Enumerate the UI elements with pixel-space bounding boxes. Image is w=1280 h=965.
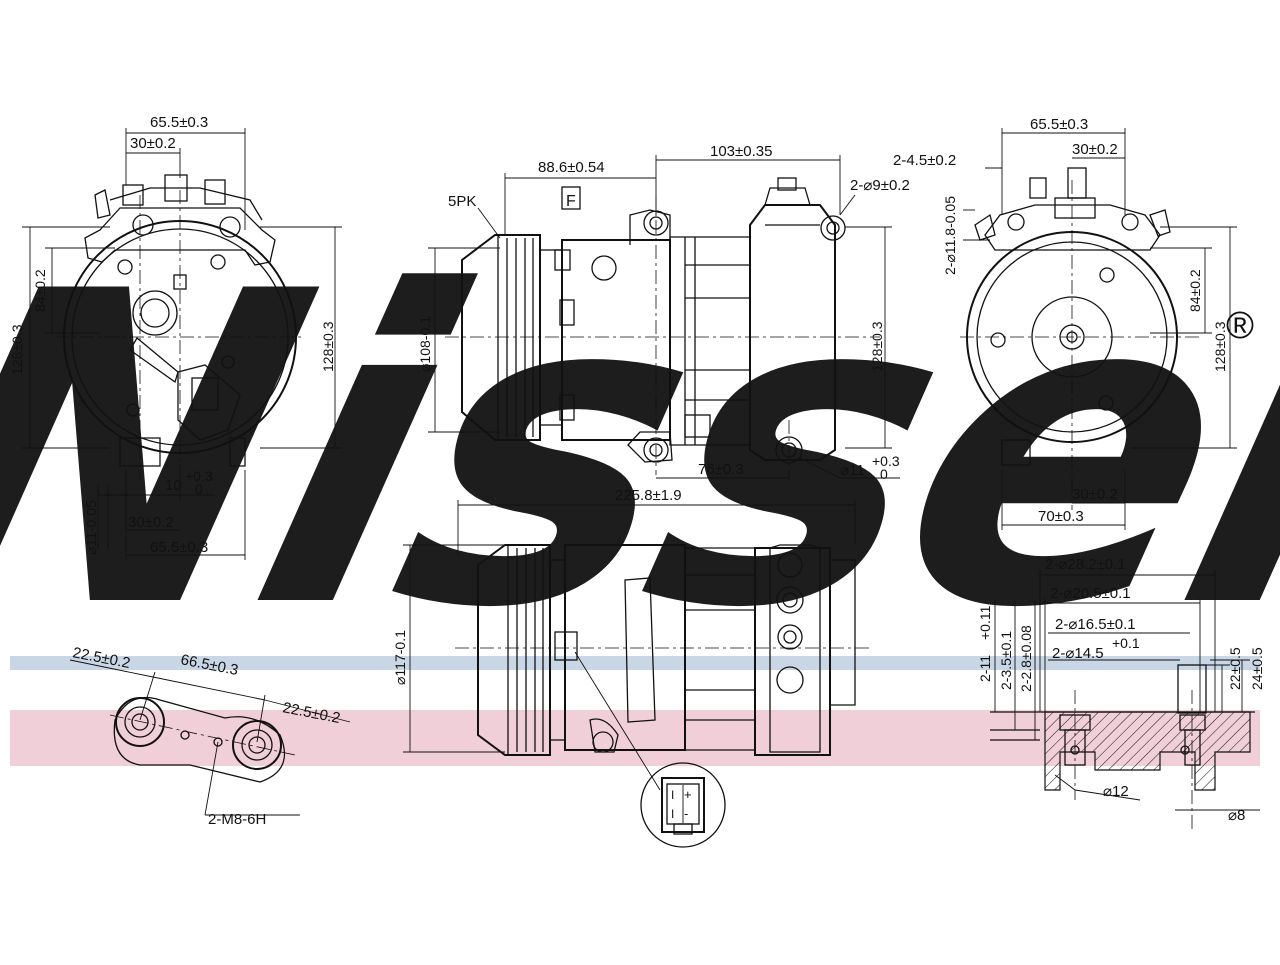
registered-mark: ®	[1226, 305, 1254, 347]
connector-detail: + - I I	[640, 762, 726, 848]
dim-front-hole-offset-tol-low: 0	[195, 481, 203, 497]
dim-overall-length: 225.8±1.9	[615, 487, 682, 504]
thread-label: 2-M8-6H	[208, 811, 266, 828]
dim-side-hole-bottom-tol-up: +0.3	[872, 453, 900, 469]
dim-front-height-right: 128±0.3	[320, 321, 336, 372]
dim-port-v2: 2-3.5±0.1	[998, 631, 1014, 690]
dim-side-hole-bottom: ⌀11	[840, 462, 865, 479]
connector-detail-circle	[640, 762, 726, 848]
dim-port-14: 2-⌀14.5	[1052, 645, 1104, 662]
dim-bottom-pulley-dia: ⌀117-0.1	[392, 630, 408, 685]
watermark-stripe-blue	[10, 656, 1260, 670]
dim-side-pulley-dia: ⌀108-0.1	[417, 316, 433, 372]
dim-side-holes-9: 2-⌀9±0.2	[850, 177, 910, 194]
dim-rear-holes-11: 2-⌀11.8-0.05	[942, 196, 958, 275]
dim-port-28: 2-⌀28.2±0.1	[1045, 556, 1126, 573]
dim-port-v3: 2-2.8±0.08	[1018, 625, 1034, 692]
dim-front-hole-offset: 10	[165, 477, 182, 494]
dim-port-14-tol: +0.1	[1112, 635, 1140, 651]
connector-pin-plus: +	[684, 787, 692, 802]
dim-front-height-outer: 128±0.3	[9, 324, 25, 375]
watermark-logo-text: Nissens	[0, 201, 1280, 701]
dim-front-bottom-outer: 65.5±0.3	[150, 539, 208, 556]
dim-rear-height-outer: 128±0.3	[1212, 321, 1228, 372]
dim-front-top-inner: 30±0.2	[130, 135, 176, 152]
dim-front-height-inner: 84±0.2	[32, 269, 48, 312]
svg-text:I: I	[671, 788, 674, 802]
dim-port-16: 2-⌀16.5±0.1	[1055, 616, 1136, 633]
dim-rear-bottom-inner: 30±0.2	[1072, 486, 1118, 503]
dim-side-hole-bottom-tol-low: 0	[880, 466, 888, 482]
side-view-bottom: ⌀117-0.1	[392, 544, 870, 791]
dim-port-24: 24±0.5	[1249, 647, 1265, 690]
front-view-left: 65.5±0.3 30±0.2 128±0.3 84±0.2 128±0.3 1…	[9, 114, 342, 560]
dim-rear-height-inner: 84±0.2	[1187, 269, 1203, 312]
dim-front-hole-offset-tol-up: +0.3	[185, 468, 213, 484]
dim-rear-top-outer: 65.5±0.3	[1030, 116, 1088, 133]
dim-side-height: 128±0.3	[869, 321, 885, 372]
dim-port-22: 22±0.5	[1227, 647, 1243, 690]
dim-front-bottom-inner: 30±0.2	[128, 514, 174, 531]
dim-rear-top-inner: 30±0.2	[1072, 141, 1118, 158]
dim-port-v1: 2-11	[977, 655, 993, 682]
dim-port-8: ⌀8	[1228, 807, 1245, 824]
dim-front-hole: ⌀11-0.05	[83, 500, 99, 555]
rear-view-right: 65.5±0.3 30±0.2 2-4.5±0.2 2-⌀11.8-0.05 8…	[893, 116, 1237, 530]
label-belt-5pk: 5PK	[448, 193, 476, 210]
connector-pin-minus: -	[684, 806, 688, 821]
dim-side-76: 76±0.3	[698, 461, 744, 478]
dim-side-103: 103±0.35	[710, 143, 772, 160]
dim-rear-holes-4: 2-4.5±0.2	[893, 152, 956, 169]
dim-side-88: 88.6±0.54	[538, 159, 605, 176]
port-section: 2-⌀28.2±0.1 2-⌀20.5±0.1 2-⌀16.5±0.1 2-⌀1…	[977, 556, 1265, 830]
dim-port-20: 2-⌀20.5±0.1	[1050, 585, 1131, 602]
dim-front-top-outer: 65.5±0.3	[150, 114, 208, 131]
side-view-top: F	[417, 143, 910, 555]
label-f: F	[566, 193, 576, 210]
svg-text:I: I	[671, 807, 674, 821]
dim-rear-bottom-outer: 70±0.3	[1038, 508, 1084, 525]
dim-port-12: ⌀12	[1103, 783, 1129, 800]
dim-port-v1-tol: +0.11	[977, 605, 993, 640]
